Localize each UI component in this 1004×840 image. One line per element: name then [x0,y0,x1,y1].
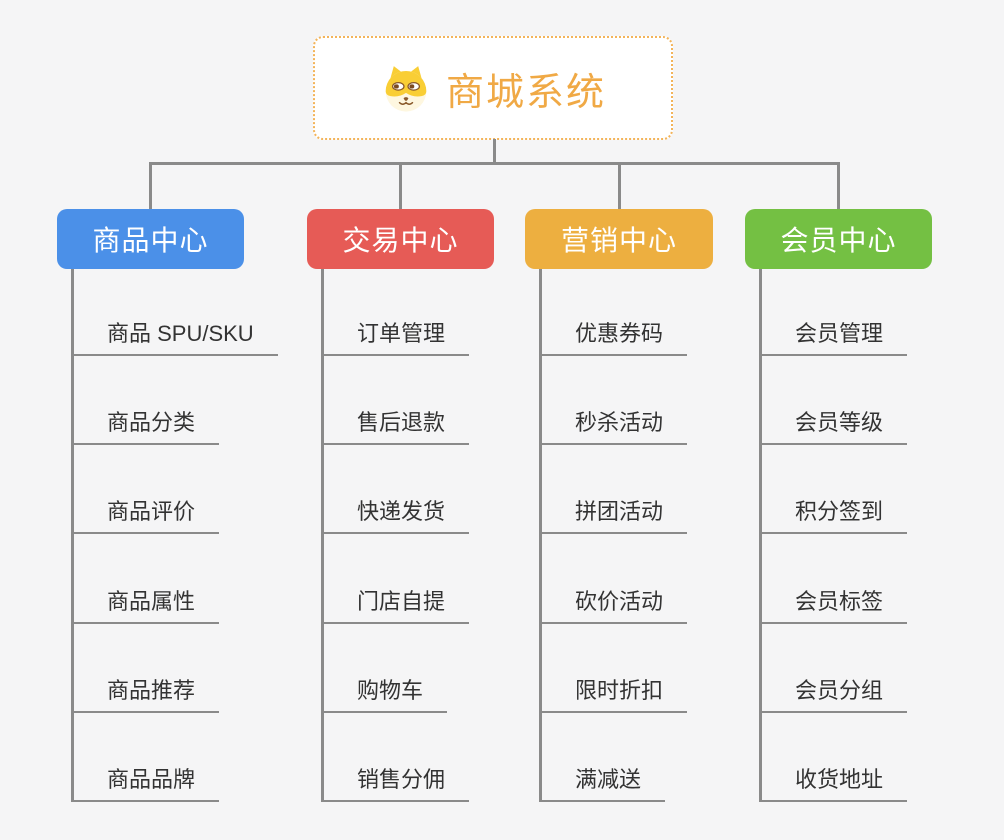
leaf-node[interactable]: 会员分组 [759,677,908,713]
branch-connector-1 [399,162,402,210]
branch-spine-line [321,269,324,802]
root-title: 商城系统 [445,71,606,114]
branch-spine-line [759,269,762,802]
doge-icon [385,66,427,112]
leaf-node[interactable]: 订单管理 [321,320,470,356]
leaf-node[interactable]: 商品分类 [71,409,220,446]
connector-bus [149,162,840,165]
branch-header[interactable]: 营销中心 [525,209,713,269]
branch-header[interactable]: 会员中心 [745,209,932,269]
leaf-node[interactable]: 优惠券码 [539,320,688,356]
leaf-node[interactable]: 商品品牌 [71,766,220,802]
leaf-node[interactable]: 销售分佣 [321,766,470,802]
leaf-node[interactable]: 商品属性 [71,588,220,624]
branch-spine-line [539,269,542,802]
leaf-node[interactable]: 会员管理 [759,320,908,356]
leaf-node[interactable]: 商品推荐 [71,677,220,713]
leaf-node[interactable]: 收货地址 [759,766,908,802]
leaf-node[interactable]: 会员标签 [759,588,908,624]
branch-spine-line [71,269,74,802]
leaf-node[interactable]: 快递发货 [321,498,470,535]
leaf-node[interactable]: 砍价活动 [539,588,688,624]
root-node[interactable]: 商城系统 [313,36,673,140]
leaf-node[interactable]: 购物车 [321,677,448,713]
branch-connector-2 [617,162,621,210]
leaf-node[interactable]: 拼团活动 [539,498,688,535]
leaf-node[interactable]: 限时折扣 [539,677,688,713]
leaf-node[interactable]: 商品评价 [71,498,220,535]
leaf-node[interactable]: 售后退款 [321,409,470,446]
leaf-node[interactable]: 积分签到 [759,498,908,535]
leaf-node[interactable]: 商品 SPU/SKU [71,320,278,356]
branch-connector-3 [837,162,840,210]
leaf-node[interactable]: 秒杀活动 [539,409,688,446]
leaf-node[interactable]: 会员等级 [759,409,908,446]
leaf-node[interactable]: 门店自提 [321,588,470,624]
branch-connector-0 [149,162,152,210]
branch-header[interactable]: 交易中心 [307,209,494,269]
root-connector-stem [493,139,496,165]
leaf-node[interactable]: 满减送 [539,766,666,802]
branch-header[interactable]: 商品中心 [57,209,244,269]
